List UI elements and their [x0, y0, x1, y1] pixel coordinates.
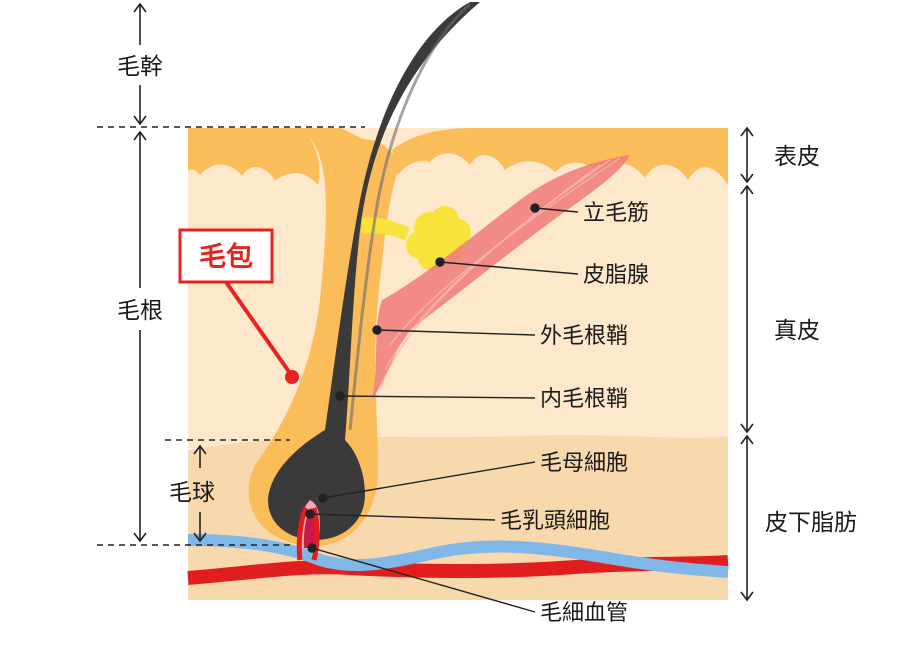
- hair-shaft: [268, 2, 480, 540]
- callout-leaders: [305, 203, 579, 613]
- sebaceous-gland-label: 皮脂腺: [583, 263, 649, 288]
- hair-shaft-label: 毛幹: [117, 54, 163, 80]
- follicle-callout: 毛包: [178, 228, 299, 384]
- hair-matrix-cell-label: 毛母細胞: [540, 451, 628, 476]
- arrector-pili-muscle: [372, 155, 630, 400]
- left-measure-arrows: [133, 2, 207, 543]
- epidermis-label: 表皮: [774, 144, 820, 170]
- outer-root-sheath-label: 外毛根鞘: [540, 324, 628, 349]
- follicle-label: 毛包: [199, 241, 253, 273]
- blood-vessel-blue: [187, 534, 729, 578]
- follicle-dot: [285, 370, 299, 384]
- capillary-loop: [296, 506, 320, 561]
- dashed-guides: [97, 126, 365, 546]
- arrector-pili-label: 立毛筋: [583, 201, 649, 226]
- dermis-label: 真皮: [774, 318, 820, 344]
- subcutaneous-fat-label: 皮下脂肪: [765, 510, 857, 536]
- capillary-label: 毛細血管: [540, 601, 628, 626]
- dermal-papilla-cell-label: 毛乳頭細胞: [500, 509, 610, 534]
- epidermis-right: [392, 128, 728, 185]
- inner-root-sheath-label: 内毛根鞘: [540, 387, 628, 412]
- hair-root-label: 毛根: [117, 298, 163, 324]
- muscle-fibers: [379, 157, 621, 391]
- follicle-label-box: [178, 228, 274, 284]
- hair-bulb-label: 毛球: [169, 480, 215, 506]
- hair-highlight: [348, 2, 472, 431]
- epidermis-left: [188, 128, 320, 185]
- sebaceous-gland: [362, 206, 471, 270]
- right-measure-arrows: [740, 126, 754, 602]
